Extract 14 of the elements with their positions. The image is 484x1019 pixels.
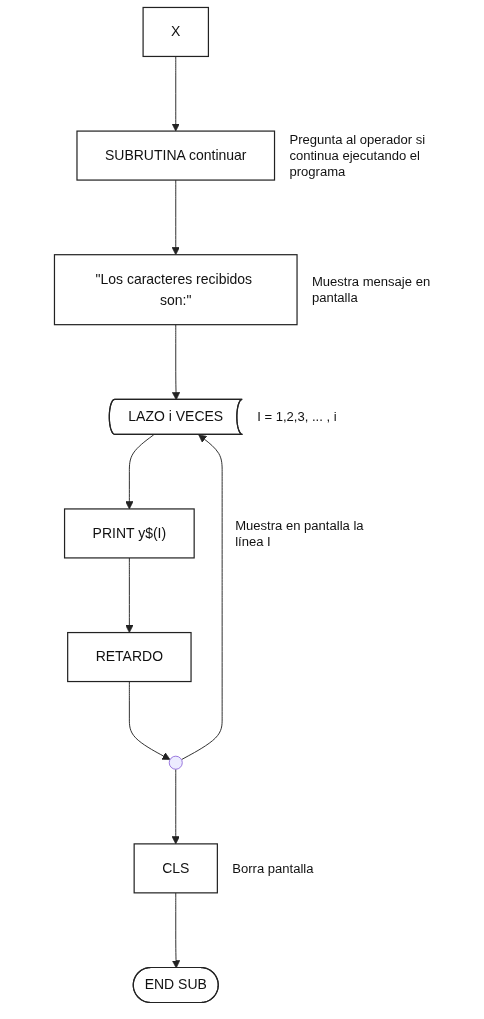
flowchart-node: SUBRUTINA continuar	[76, 130, 275, 181]
annotation-text: Muestra mensaje en pantalla	[311, 274, 430, 306]
flowchart-node: X	[142, 6, 209, 58]
flowchart-node: LAZO i VECES	[108, 398, 243, 435]
flowchart-node: CLS	[133, 843, 218, 894]
flowchart-node: PRINT y$(I)	[63, 508, 195, 559]
annotation-text: Borra pantalla	[231, 861, 314, 877]
flowchart-node: END SUB	[132, 966, 219, 1004]
annotation-text: Muestra en pantalla la línea I	[234, 518, 364, 550]
flowchart-node	[168, 755, 183, 770]
flowchart-node: RETARDO	[66, 631, 192, 683]
annotation-text: I = 1,2,3, ... , i	[256, 409, 337, 425]
flowchart-node: "Los caracteres recibidos son:"	[53, 254, 298, 326]
annotation-text: Pregunta al operador si continua ejecutando el programa	[289, 132, 425, 180]
